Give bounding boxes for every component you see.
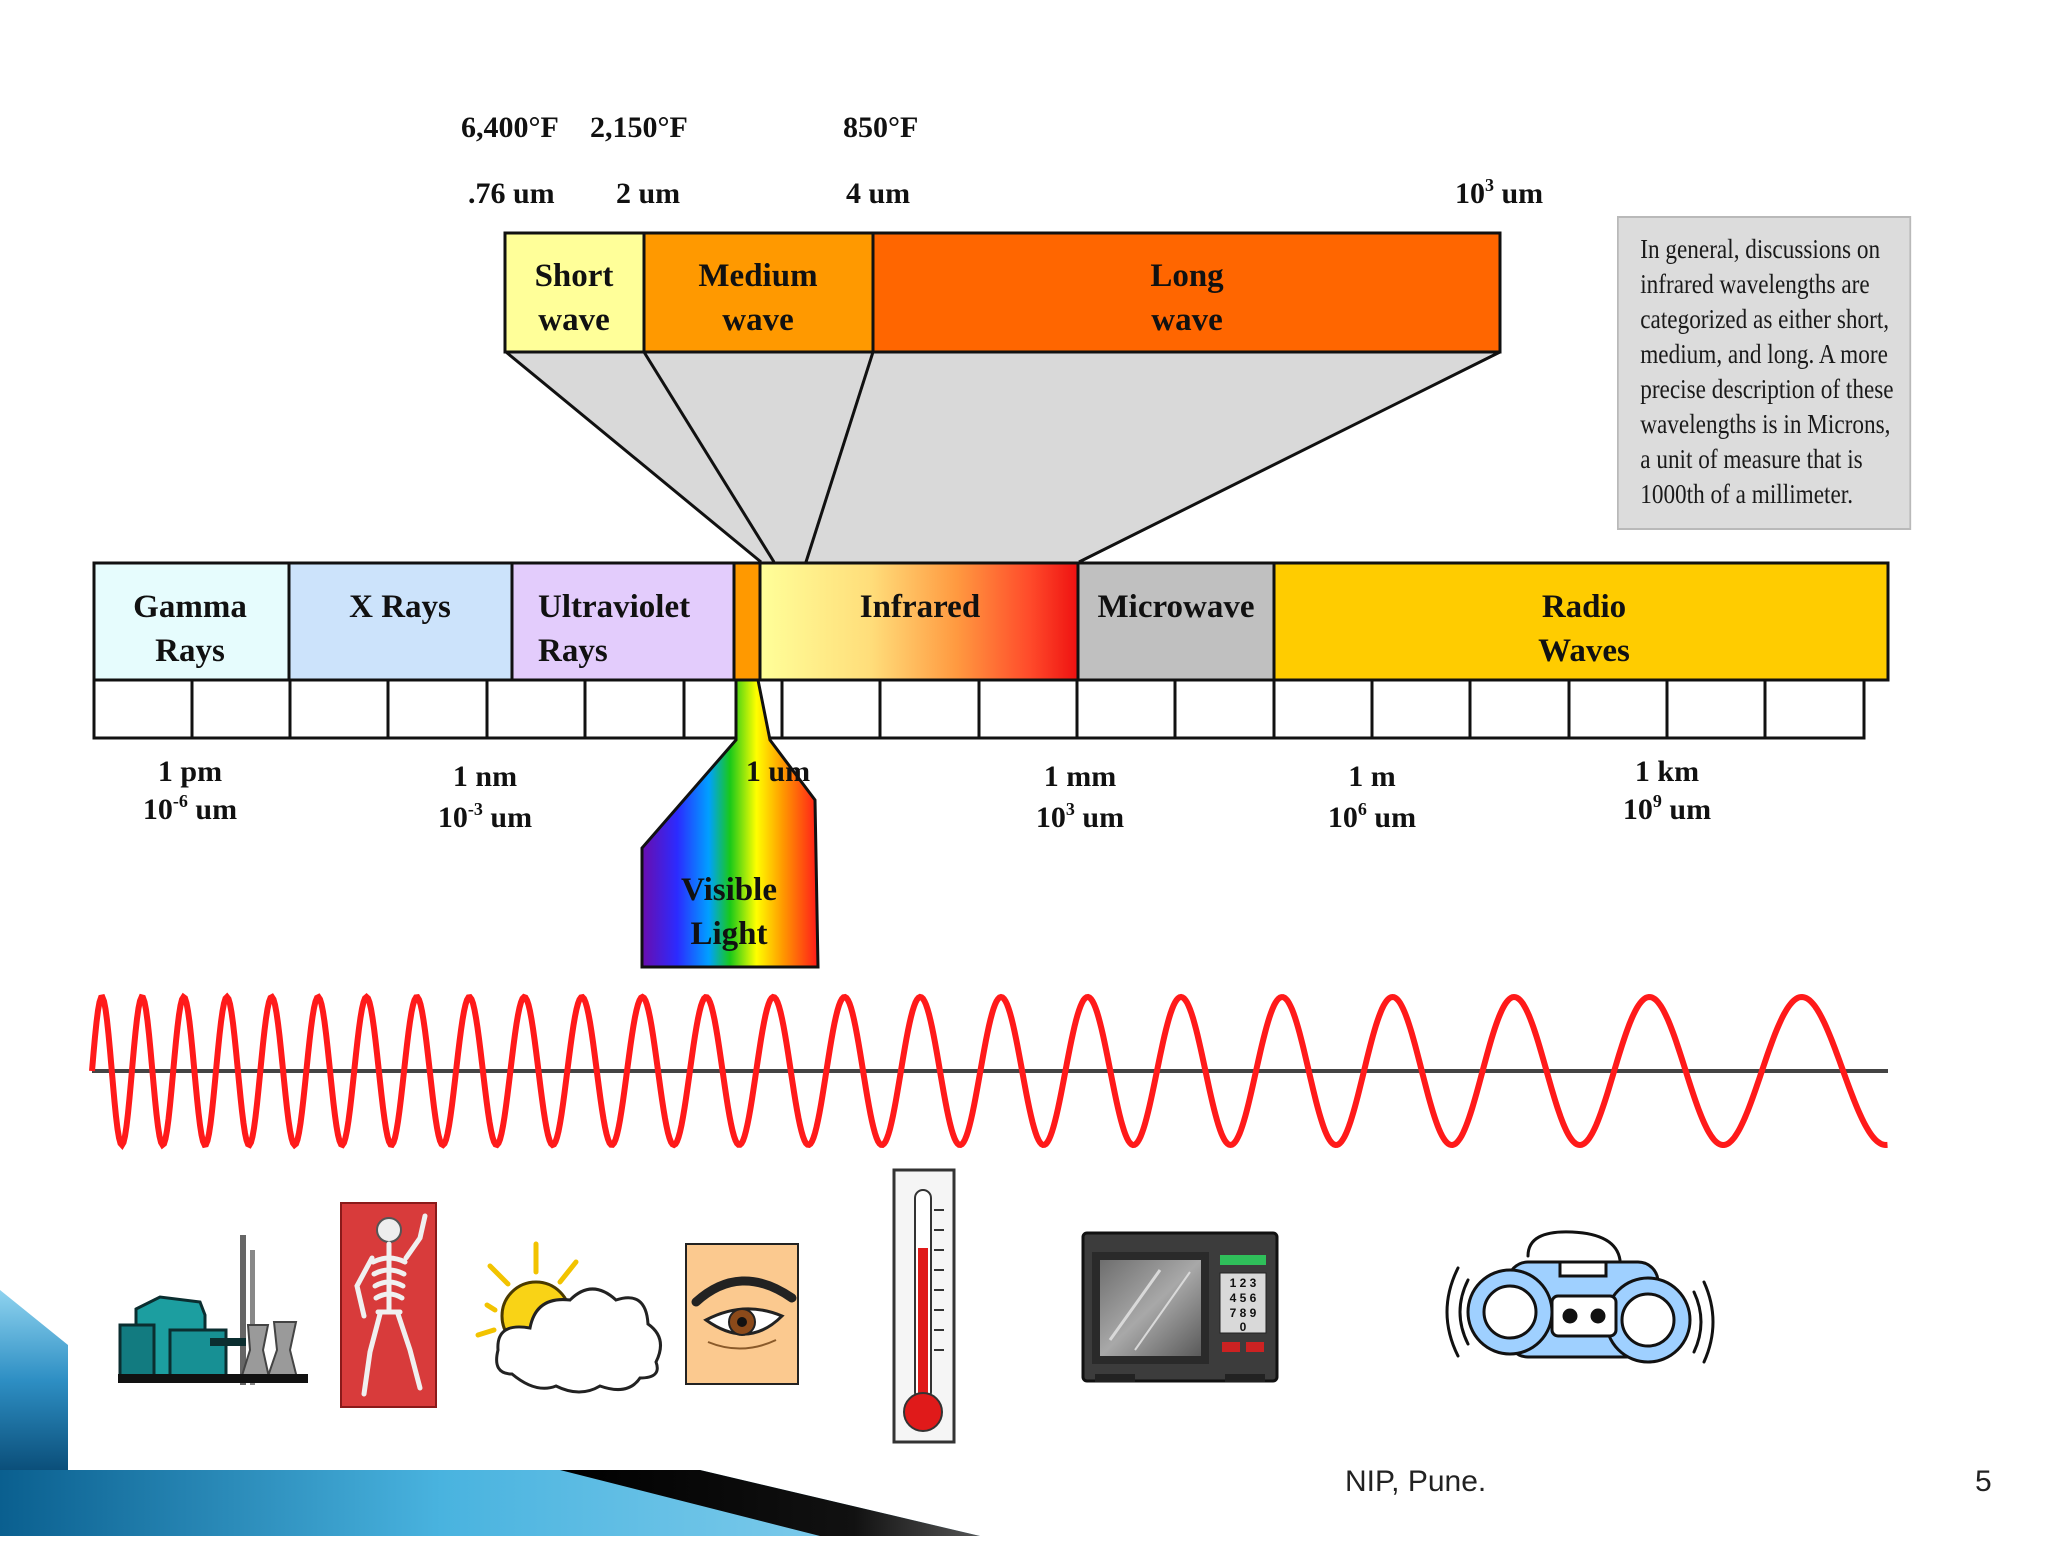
eye-icon: [685, 1243, 799, 1385]
page-number: 5: [1975, 1465, 1992, 1498]
scale-label: 1 pm: [158, 755, 222, 788]
skeleton-xray-icon: [340, 1202, 437, 1408]
ir-wavelength-label: 2 um: [616, 177, 680, 210]
scale-label: 106 um: [1328, 799, 1416, 834]
scale-label: 1 mm: [1044, 760, 1116, 793]
band-label: Radio: [1542, 589, 1626, 625]
scale-label: 1 nm: [453, 760, 517, 793]
funnel-line: [1078, 350, 1501, 564]
band-gamma: [92, 561, 291, 682]
band-xrays: [287, 561, 514, 682]
note-box: In general, discussions on infrared wave…: [1617, 216, 1912, 530]
scale-label: 103 um: [1036, 799, 1124, 834]
thermometer-icon: [892, 1168, 956, 1444]
microwave-keypad-row: 7 8 9: [1230, 1306, 1257, 1320]
band-ultraviolet: [510, 561, 736, 682]
band-visible-strip: [732, 561, 762, 682]
ir-band-long: [871, 231, 1502, 354]
temp-label: 2,150°F: [590, 111, 688, 144]
footer-black-swoosh: [560, 1470, 980, 1536]
band-radio: [1272, 561, 1890, 682]
temp-label: 6,400°F: [461, 111, 559, 144]
microwave-keypad-row: 4 5 6: [1230, 1291, 1257, 1305]
ir-band-medium: [642, 231, 875, 354]
ir-wavelength-label: .76 um: [468, 177, 555, 210]
visible-light-label: Light: [690, 916, 767, 952]
boombox-radio-icon: [1445, 1230, 1715, 1364]
sun-cloud-icon: [475, 1241, 662, 1394]
wave: [89, 992, 1888, 1150]
scale-label: 1 m: [1348, 760, 1396, 793]
funnel-line: [804, 351, 875, 563]
footer-text: NIP, Pune.: [1345, 1465, 1487, 1498]
band-label: Infrared: [860, 589, 980, 625]
funnel-line: [642, 351, 776, 563]
band-label: Rays: [538, 633, 608, 669]
microwave-keypad-row: 0: [1240, 1320, 1247, 1334]
ir-band-label: Medium: [698, 258, 817, 294]
ir-band-label: Long: [1150, 258, 1224, 294]
scale-label: 1 km: [1635, 755, 1699, 788]
left-teal-bar: [0, 1290, 68, 1470]
ir-wavelength-label: 4 um: [846, 177, 910, 210]
band-label: Gamma: [133, 589, 247, 625]
band-label: Ultraviolet: [538, 589, 690, 625]
microwave-oven-icon: 1 2 3 4 5 6 7 8 9 0: [1081, 1231, 1279, 1383]
scale-label: 10-6 um: [143, 791, 237, 826]
power-plant-icon: [118, 1235, 308, 1385]
band-label: Waves: [1538, 633, 1630, 669]
temp-label: 850°F: [843, 111, 918, 144]
band-label: Microwave: [1098, 589, 1255, 625]
scale-label: 109 um: [1623, 791, 1711, 826]
ir-band-label: wave: [1151, 302, 1222, 338]
band-infrared: [758, 561, 1080, 682]
scale-label: 1 um: [746, 755, 810, 788]
ir-zoom-funnel: [506, 352, 1500, 562]
visible-light-prism: [640, 678, 820, 969]
ir-band-label: Short: [535, 258, 614, 294]
visible-light-label: Visible: [681, 872, 777, 908]
microwave-keypad-row: 1 2 3: [1230, 1276, 1257, 1290]
funnel-line: [505, 350, 762, 564]
scale-ticks: [190, 680, 1767, 738]
ir-band-label: wave: [722, 302, 793, 338]
band-microwave: [1076, 561, 1276, 682]
band-label: Rays: [155, 633, 225, 669]
ir-band-label: wave: [538, 302, 609, 338]
ir-band-short: [503, 231, 646, 354]
ir-wavelength-label: 103 um: [1455, 175, 1543, 210]
scale-label: 10-3 um: [438, 799, 532, 834]
band-label: X Rays: [349, 589, 451, 625]
